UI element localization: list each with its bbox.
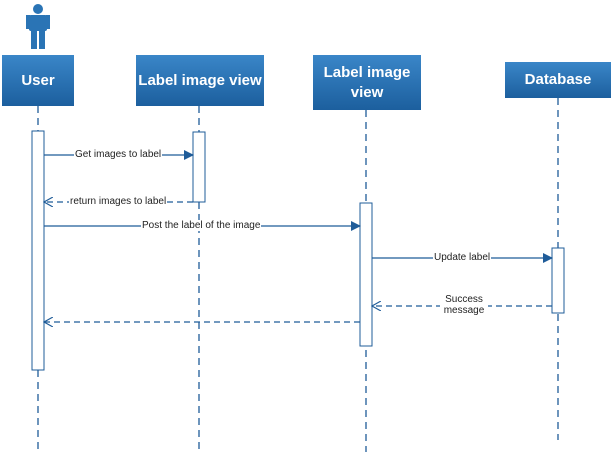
message-label-post-label: Post the label of the image — [141, 220, 262, 231]
participant-user: User — [2, 55, 74, 106]
message-label-get-images: Get images to label — [74, 149, 163, 160]
message-label-success: Success message — [440, 294, 488, 316]
user-figure-icon — [26, 4, 50, 49]
participant-label-image-view-2: Label image view — [313, 55, 421, 110]
activation-label-image-view-1 — [192, 131, 206, 203]
message-label-update-label: Update label — [433, 252, 492, 263]
activation-label-image-view-2 — [359, 202, 373, 347]
message-label-return-images: return images to label — [69, 196, 168, 207]
participant-database: Database — [505, 62, 611, 98]
activation-database — [551, 247, 565, 314]
activation-user — [31, 130, 45, 371]
participant-label-image-view-1: Label image view — [136, 55, 264, 106]
